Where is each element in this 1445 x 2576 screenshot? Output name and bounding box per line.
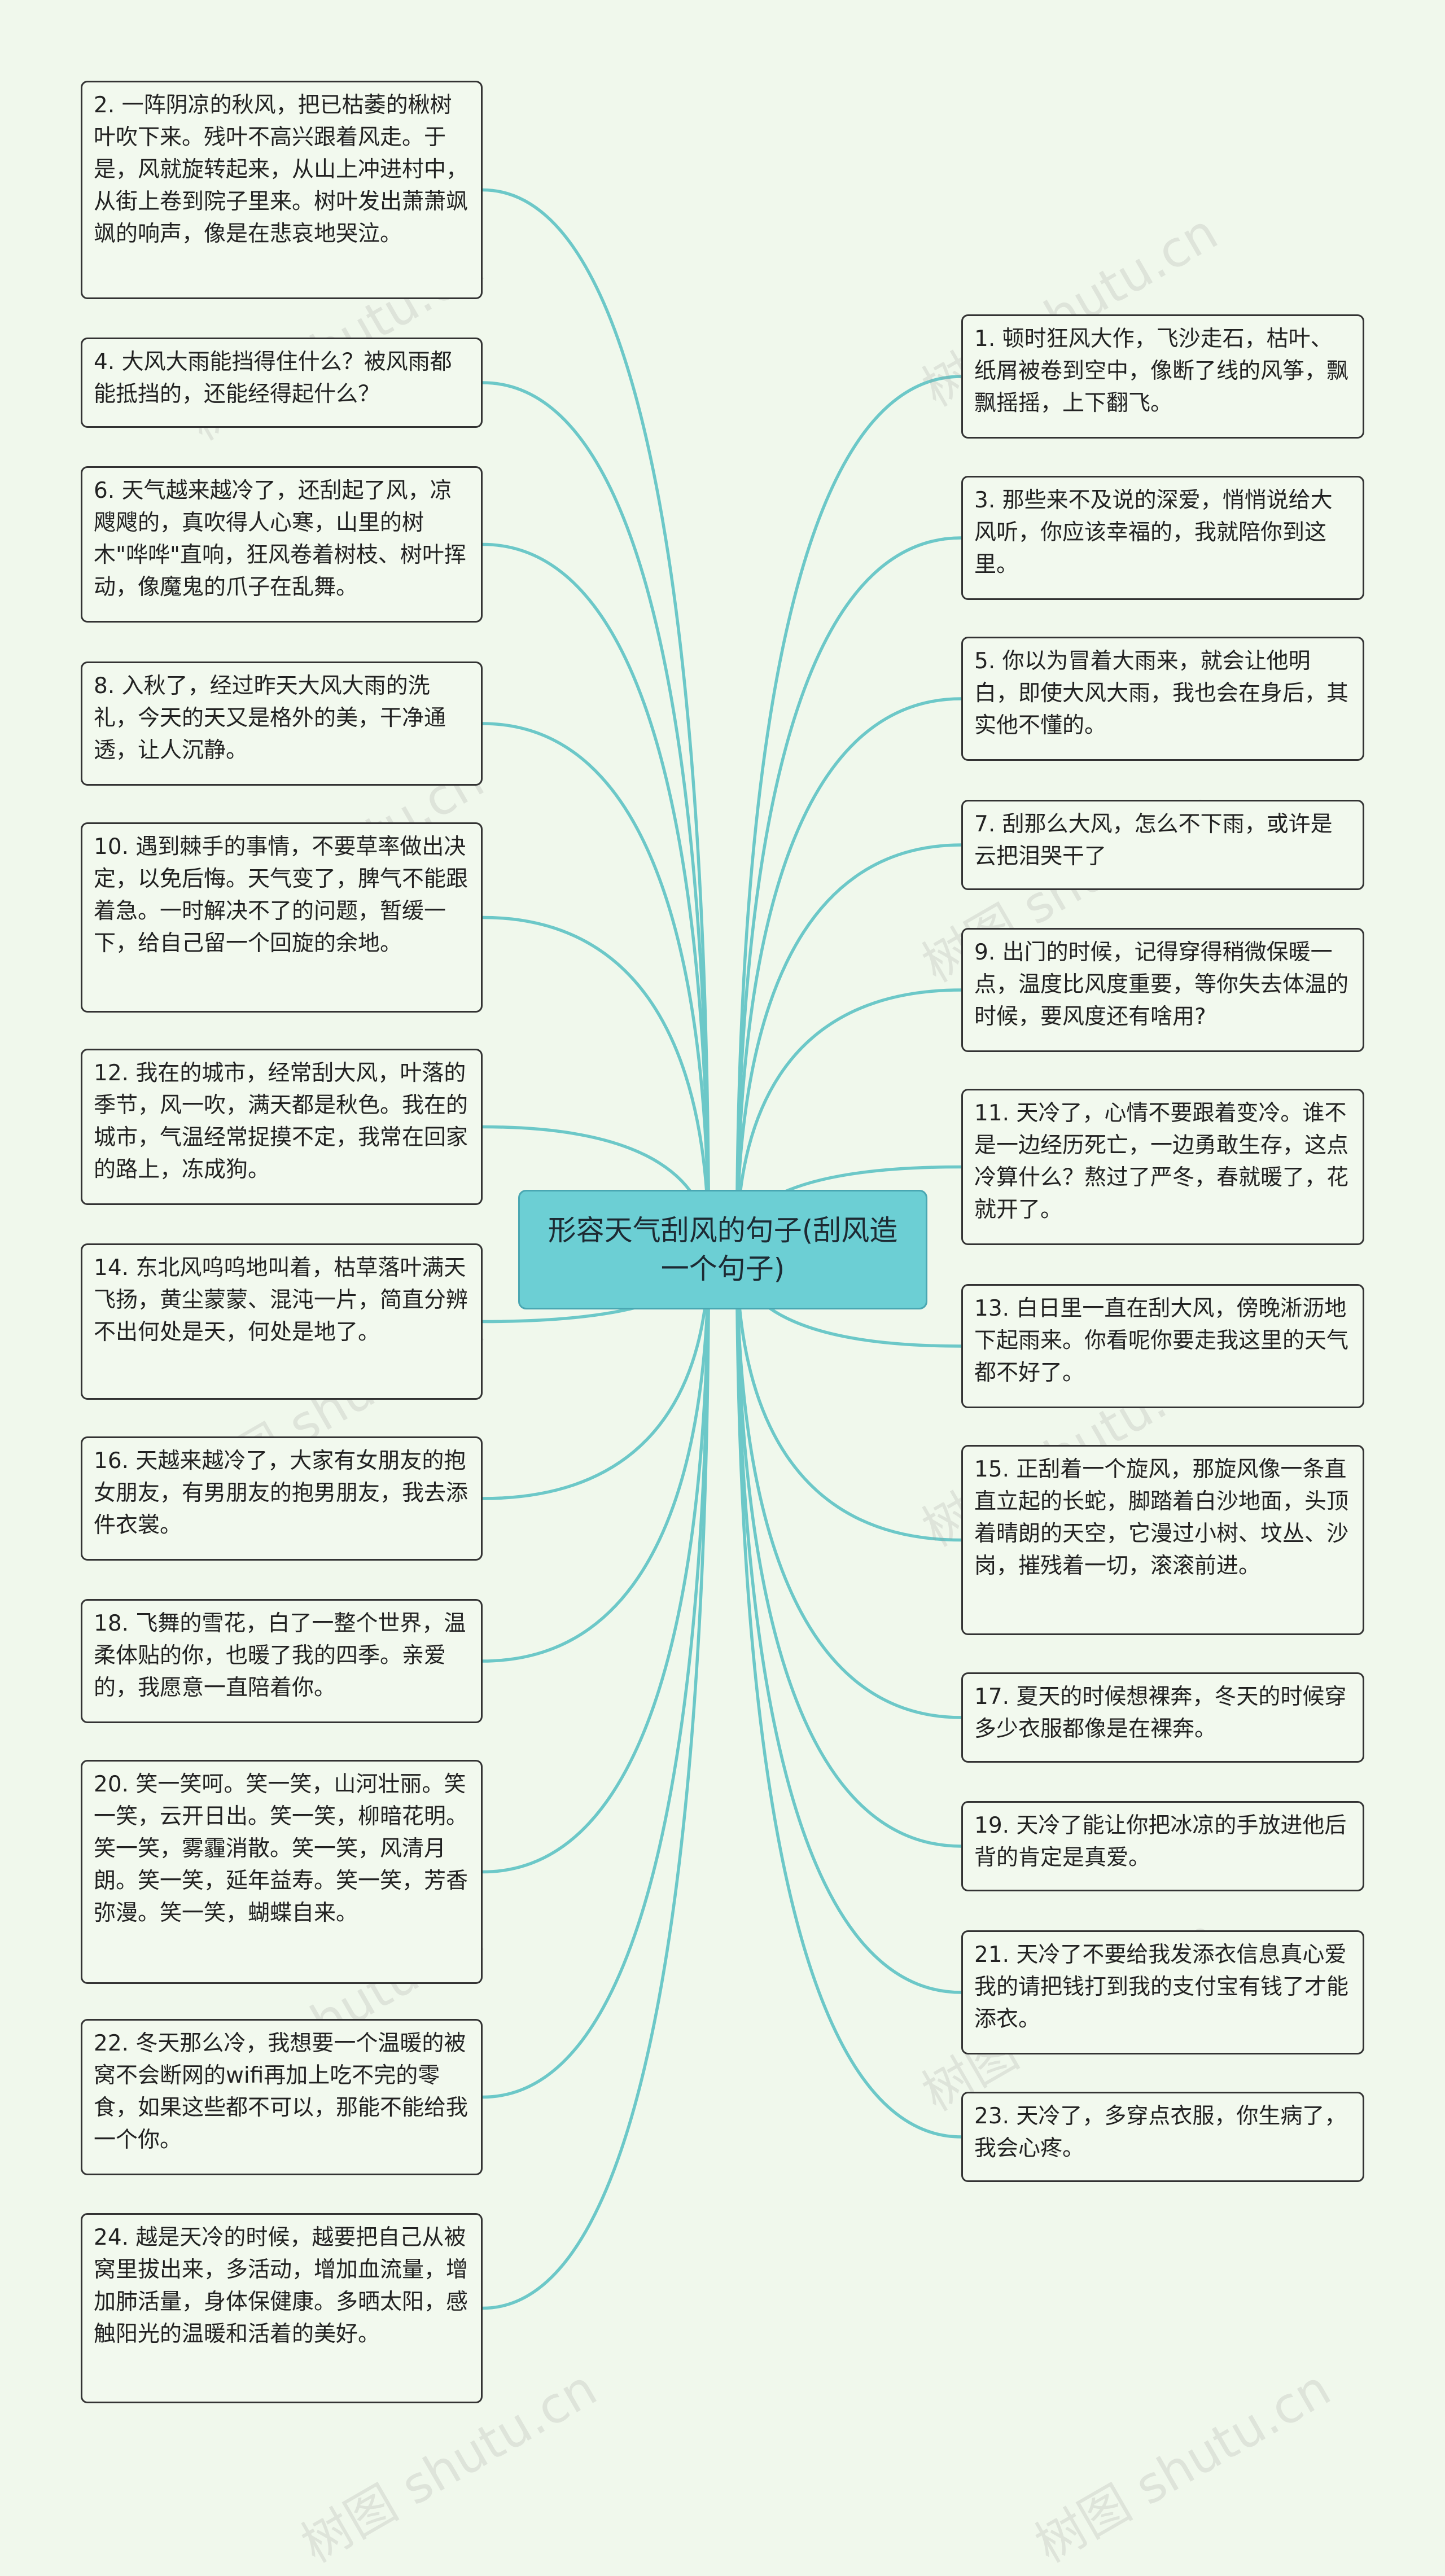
connector-line xyxy=(482,1249,711,1663)
branch-node-3[interactable]: 3. 那些来不及说的深爱，悄悄说给大风听，你应该幸福的，我就陪你到这里。 xyxy=(961,476,1364,600)
branch-node-24[interactable]: 24. 越是天冷的时候，越要把自己从被窝里拔出来，多活动，增加血流量，增加肺活量… xyxy=(81,2213,483,2403)
center-topic-label: 形容天气刮风的句子(刮风造一个句子) xyxy=(548,1214,898,1285)
branch-node-20[interactable]: 20. 笑一笑呵。笑一笑，山河壮丽。笑一笑，云开日出。笑一笑，柳暗花明。笑一笑，… xyxy=(81,1760,483,1984)
branch-node-1[interactable]: 1. 顿时狂风大作，飞沙走石，枯叶、纸屑被卷到空中，像断了线的风筝，飘飘摇摇，上… xyxy=(961,314,1364,439)
branch-node-10[interactable]: 10. 遇到棘手的事情，不要草率做出决定，以免后悔。天气变了，脾气不能跟着急。一… xyxy=(81,822,483,1013)
center-topic[interactable]: 形容天气刮风的句子(刮风造一个句子) xyxy=(518,1190,927,1309)
connector-line xyxy=(482,542,711,1250)
connector-line xyxy=(735,1249,962,1719)
connector-line xyxy=(482,915,711,1250)
branch-node-18[interactable]: 18. 飞舞的雪花，白了一整个世界，温柔体贴的你，也暖了我的四季。亲爱的，我愿意… xyxy=(81,1599,483,1723)
connector-line xyxy=(735,1249,962,1542)
connector-line xyxy=(735,375,962,1250)
connector-line xyxy=(482,1249,711,2099)
branch-node-17[interactable]: 17. 夏天的时候想裸奔，冬天的时候穿多少衣服都像是在裸奔。 xyxy=(961,1672,1364,1763)
branch-node-4[interactable]: 4. 大风大雨能挡得住什么？被风雨都能抵挡的，还能经得起什么？ xyxy=(81,338,483,428)
connector-line xyxy=(482,381,711,1250)
branch-node-5[interactable]: 5. 你以为冒着大雨来，就会让他明白，即使大风大雨，我也会在身后，其实他不懂的。 xyxy=(961,637,1364,761)
connector-line xyxy=(735,1249,962,2139)
branch-node-21[interactable]: 21. 天冷了不要给我发添衣信息真心爱我的请把钱打到我的支付宝有钱了才能添衣。 xyxy=(961,1930,1364,2054)
branch-node-23[interactable]: 23. 天冷了，多穿点衣服，你生病了，我会心疼。 xyxy=(961,2092,1364,2182)
branch-node-6[interactable]: 6. 天气越来越冷了，还刮起了风，凉飕飕的，真吹得人心寒，山里的树木"哗哗"直响… xyxy=(81,466,483,623)
connector-line xyxy=(482,722,711,1250)
branch-node-11[interactable]: 11. 天冷了，心情不要跟着变冷。谁不是一边经历死亡，一边勇敢生存，这点冷算什么… xyxy=(961,1089,1364,1245)
connector-line xyxy=(482,188,711,1250)
branch-node-15[interactable]: 15. 正刮着一个旋风，那旋风像一条直直立起的长蛇，脚踏着白沙地面，头顶着晴朗的… xyxy=(961,1445,1364,1635)
connector-line xyxy=(735,697,962,1250)
connector-line xyxy=(735,536,962,1250)
connector-line xyxy=(735,1249,962,1848)
connector-line xyxy=(482,1249,711,2310)
branch-node-2[interactable]: 2. 一阵阴凉的秋风，把已枯萎的楸树叶吹下来。残叶不高兴跟着风走。于是，风就旋转… xyxy=(81,81,483,299)
branch-node-7[interactable]: 7. 刮那么大风，怎么不下雨，或许是云把泪哭干了 xyxy=(961,800,1364,890)
branch-node-13[interactable]: 13. 白日里一直在刮大风，傍晚淅沥地下起雨来。你看呢你要走我这里的天气都不好了… xyxy=(961,1284,1364,1408)
branch-node-16[interactable]: 16. 天越来越冷了，大家有女朋友的抱女朋友，有男朋友的抱男朋友，我去添件衣裳。 xyxy=(81,1436,483,1561)
connector-line xyxy=(735,843,962,1250)
branch-node-12[interactable]: 12. 我在的城市，经常刮大风，叶落的季节，风一吹，满天都是秋色。我在的城市，气… xyxy=(81,1049,483,1205)
branch-node-9[interactable]: 9. 出门的时候，记得穿得稍微保暖一点，温度比风度重要，等你失去体温的时候，要风… xyxy=(961,928,1364,1052)
branch-node-8[interactable]: 8. 入秋了，经过昨天大风大雨的洗礼，今天的天又是格外的美，干净通透，让人沉静。 xyxy=(81,661,483,786)
branch-node-14[interactable]: 14. 东北风呜呜地叫着，枯草落叶满天飞扬，黄尘蒙蒙、混沌一片，简直分辨不出何处… xyxy=(81,1243,483,1400)
branch-node-22[interactable]: 22. 冬天那么冷，我想要一个温暖的被窝不会断网的wifi再加上吃不完的零食，如… xyxy=(81,2019,483,2175)
connector-line xyxy=(482,1249,711,1874)
branch-node-19[interactable]: 19. 天冷了能让你把冰凉的手放进他后背的肯定是真爱。 xyxy=(961,1801,1364,1891)
